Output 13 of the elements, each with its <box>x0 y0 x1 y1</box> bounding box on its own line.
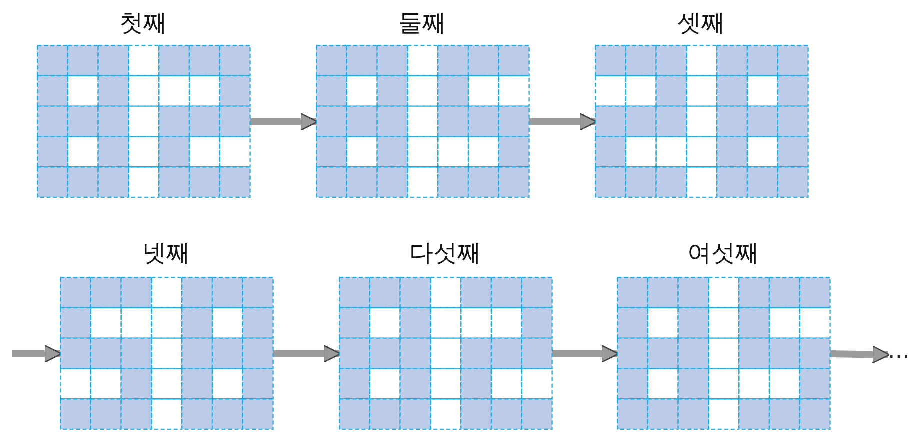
arrow <box>250 112 318 132</box>
ellipsis-text: … <box>888 340 910 364</box>
grid-title: 첫째 <box>118 8 168 39</box>
arrow <box>12 344 62 364</box>
grid-title: 넷째 <box>141 238 192 269</box>
grid-title: 둘째 <box>397 8 448 39</box>
arrow <box>528 112 598 132</box>
grid-title: 여섯째 <box>686 238 760 269</box>
arrow <box>552 344 620 364</box>
grid-title: 셋째 <box>676 8 726 39</box>
arrow <box>830 346 890 364</box>
arrow <box>272 344 342 364</box>
grid-title: 다섯째 <box>408 238 482 269</box>
